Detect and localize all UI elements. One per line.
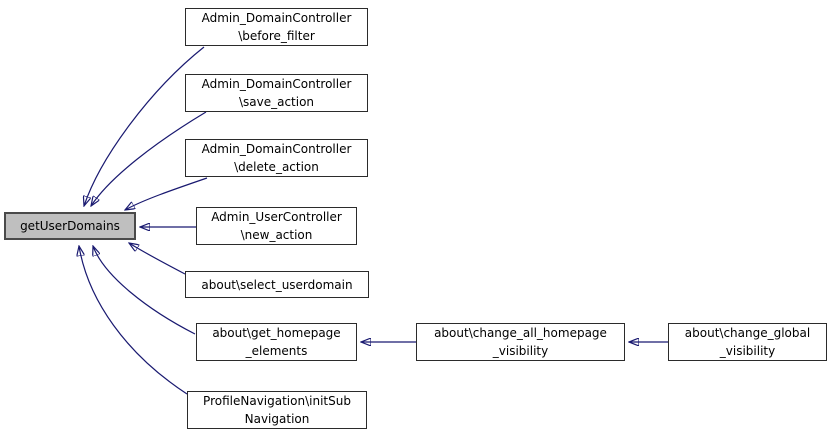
node-admin-usercontroller-new-action[interactable]: Admin_UserController \new_action — [196, 207, 357, 245]
node-label-line1: Admin_UserController — [211, 210, 342, 224]
node-label-line2: \before_filter — [238, 29, 315, 43]
node-label-line2: _visibility — [492, 344, 549, 358]
node-getuserdomains[interactable]: getUserDomains — [4, 212, 136, 240]
node-label-line2: \save_action — [238, 95, 315, 109]
node-admin-domaincontroller-before-filter[interactable]: Admin_DomainController \before_filter — [185, 8, 368, 46]
node-about-select-userdomain[interactable]: about\select_userdomain — [185, 271, 369, 298]
node-admin-domaincontroller-delete-action[interactable]: Admin_DomainController \delete_action — [185, 139, 368, 177]
node-label-line1: Admin_DomainController — [201, 77, 352, 91]
node-admin-domaincontroller-save-action[interactable]: Admin_DomainController \save_action — [185, 74, 368, 112]
node-label-line1: ProfileNavigation\initSub — [203, 394, 351, 408]
node-label-line1: about\change_global — [684, 326, 811, 340]
node-label: getUserDomains — [20, 219, 120, 233]
edge-init-sub-navigation-to-getuserdomains — [79, 246, 188, 395]
node-label-line1: about\change_all_homepage — [434, 326, 607, 340]
node-label-line1: about\select_userdomain — [201, 277, 353, 292]
node-label-line2: _visibility — [719, 344, 776, 358]
node-label-line2: _elements — [245, 344, 308, 358]
node-about-change-global-visibility[interactable]: about\change_global _visibility — [668, 323, 827, 361]
edge-get-homepage-elements-to-getuserdomains — [93, 246, 196, 335]
node-about-change-all-homepage-visibility[interactable]: about\change_all_homepage _visibility — [416, 323, 625, 361]
node-label-line1: about\get_homepage — [212, 326, 341, 340]
node-label-line1: Admin_DomainController — [201, 142, 352, 156]
node-label-line2: Navigation — [244, 412, 310, 426]
edge-select-userdomain-to-getuserdomains — [129, 243, 186, 275]
node-about-get-homepage-elements[interactable]: about\get_homepage _elements — [196, 323, 357, 361]
node-profilenavigation-initsubnavigation[interactable]: ProfileNavigation\initSub Navigation — [187, 391, 367, 429]
node-label-line2: \new_action — [240, 228, 313, 242]
node-label-line1: Admin_DomainController — [201, 11, 352, 25]
edge-before-filter-to-getuserdomains — [84, 46, 205, 206]
edge-delete-action-to-getuserdomains — [125, 177, 208, 210]
node-label-line2: \delete_action — [234, 160, 319, 174]
edge-save-action-to-getuserdomains — [91, 111, 207, 206]
